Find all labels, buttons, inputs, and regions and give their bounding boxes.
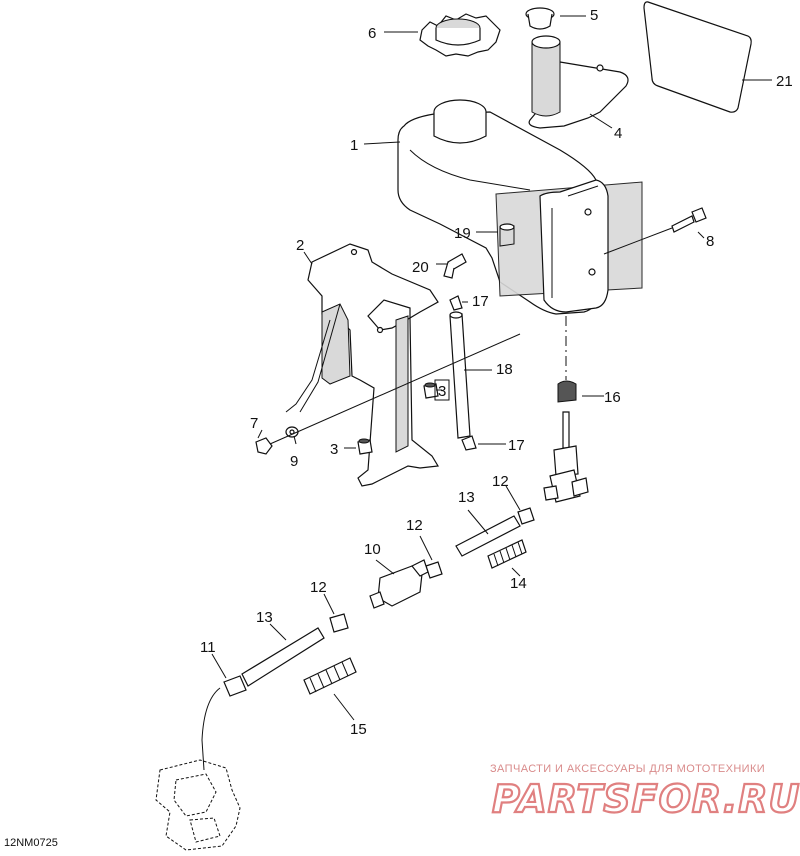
part-labels: 6 5 21 4 1 2 19 20 17 18 3 3 17 7 9 16 8… bbox=[200, 7, 793, 738]
label-18: 18 bbox=[496, 361, 513, 378]
label-17-upper: 17 bbox=[472, 293, 489, 310]
nut-3-upper-part bbox=[423, 382, 439, 399]
label-1: 1 bbox=[350, 137, 358, 154]
nut-7-part bbox=[255, 437, 273, 455]
label-14: 14 bbox=[510, 575, 527, 592]
label-3-lower: 3 bbox=[330, 441, 338, 458]
hose-13-upper-part bbox=[455, 515, 521, 557]
label-9: 9 bbox=[290, 453, 298, 470]
grommet-19-part bbox=[499, 223, 515, 247]
filler-neck-part bbox=[528, 35, 629, 129]
spring-15-part bbox=[303, 657, 357, 695]
tank-cap-part bbox=[419, 13, 501, 57]
fuel-filter-part bbox=[369, 559, 429, 609]
clamp-17-upper-part bbox=[449, 295, 463, 311]
decal-part bbox=[643, 1, 752, 113]
figure-code: 12NM0725 bbox=[4, 837, 58, 849]
clamp-17-lower-part bbox=[461, 435, 477, 451]
label-21: 21 bbox=[776, 73, 793, 90]
clamp-12-upper-part bbox=[517, 507, 535, 525]
hose-13-lower-part bbox=[241, 627, 325, 687]
clamp-12-lower-part bbox=[329, 613, 349, 633]
label-10: 10 bbox=[364, 541, 381, 558]
clamp-11-part bbox=[223, 675, 247, 697]
label-17-lower: 17 bbox=[508, 437, 525, 454]
label-6: 6 bbox=[368, 25, 376, 42]
label-12-lower: 12 bbox=[310, 579, 327, 596]
label-11: 11 bbox=[200, 639, 216, 656]
leader-lines bbox=[211, 15, 772, 721]
fuel-tank-part bbox=[397, 99, 643, 315]
label-3-box bbox=[434, 379, 450, 401]
fitting-20-part bbox=[443, 253, 467, 279]
vent-tube-part bbox=[449, 311, 471, 439]
bolt-part bbox=[603, 207, 707, 255]
label-12-upper: 12 bbox=[492, 473, 509, 490]
spring-14-part bbox=[487, 539, 527, 569]
label-7: 7 bbox=[250, 415, 258, 432]
watermark-tagline: ЗАПЧАСТИ И АКСЕССУАРЫ ДЛЯ МОТОТЕХНИКИ bbox=[490, 763, 765, 775]
label-12-middle: 12 bbox=[406, 517, 423, 534]
carburetor-outline bbox=[155, 687, 241, 851]
label-13-upper: 13 bbox=[458, 489, 475, 506]
mounting-axis-line bbox=[269, 333, 521, 445]
label-19: 19 bbox=[454, 225, 471, 242]
valve-part bbox=[543, 316, 589, 503]
label-2: 2 bbox=[296, 237, 304, 254]
label-8: 8 bbox=[706, 233, 714, 250]
label-13-lower: 13 bbox=[256, 609, 273, 626]
label-5: 5 bbox=[590, 7, 598, 24]
clamp-12-middle-part bbox=[425, 561, 443, 579]
label-4: 4 bbox=[614, 125, 622, 142]
watermark: ЗАПЧАСТИ И АКСЕССУАРЫ ДЛЯ МОТОТЕХНИКИ PA… bbox=[490, 763, 800, 822]
grommet-part bbox=[525, 7, 555, 30]
label-15: 15 bbox=[350, 721, 367, 738]
label-20: 20 bbox=[412, 259, 429, 276]
nut-3-lower-part bbox=[357, 438, 373, 455]
bracket-part bbox=[285, 243, 439, 487]
label-3-upper: 3 bbox=[438, 383, 446, 400]
label-16: 16 bbox=[604, 389, 621, 406]
watermark-logo: PARTSFOR.RU bbox=[492, 777, 800, 821]
